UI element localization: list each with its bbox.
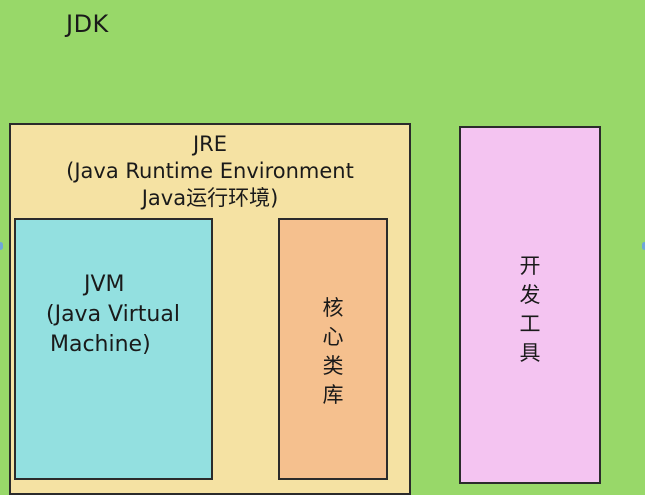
dev-tools-char: 发 bbox=[519, 283, 541, 307]
core-library-char: 心 bbox=[322, 325, 344, 349]
dev-tools-box: 开 发 工 具 bbox=[459, 126, 601, 484]
dev-tools-char: 具 bbox=[519, 341, 541, 365]
jvm-label-line2: (Java Virtual bbox=[46, 302, 180, 327]
jre-label-line2: (Java Runtime Environment bbox=[66, 159, 354, 183]
core-library-label: 核 心 类 库 bbox=[280, 294, 386, 410]
jvm-box: JVM (Java Virtual Machine) bbox=[14, 218, 213, 480]
dev-tools-char: 工 bbox=[519, 312, 541, 336]
jvm-label-line1: JVM bbox=[84, 272, 125, 297]
core-library-box: 核 心 类 库 bbox=[278, 218, 388, 480]
jre-label-line3: Java运行环境) bbox=[141, 186, 279, 210]
core-library-char: 类 bbox=[322, 354, 344, 378]
jvm-label: JVM (Java Virtual Machine) bbox=[46, 270, 180, 360]
jdk-title: JDK bbox=[66, 10, 109, 38]
core-library-char: 库 bbox=[322, 383, 344, 407]
dev-tools-char: 开 bbox=[519, 254, 541, 278]
dev-tools-label: 开 发 工 具 bbox=[461, 252, 599, 368]
jre-label-line1: JRE bbox=[192, 132, 228, 156]
core-library-char: 核 bbox=[322, 296, 344, 320]
right-edge-handle bbox=[642, 242, 645, 250]
jre-label: JRE (Java Runtime Environment Java运行环境) bbox=[11, 131, 409, 212]
jvm-label-line3: Machine) bbox=[50, 332, 151, 357]
left-edge-handle bbox=[0, 242, 3, 250]
